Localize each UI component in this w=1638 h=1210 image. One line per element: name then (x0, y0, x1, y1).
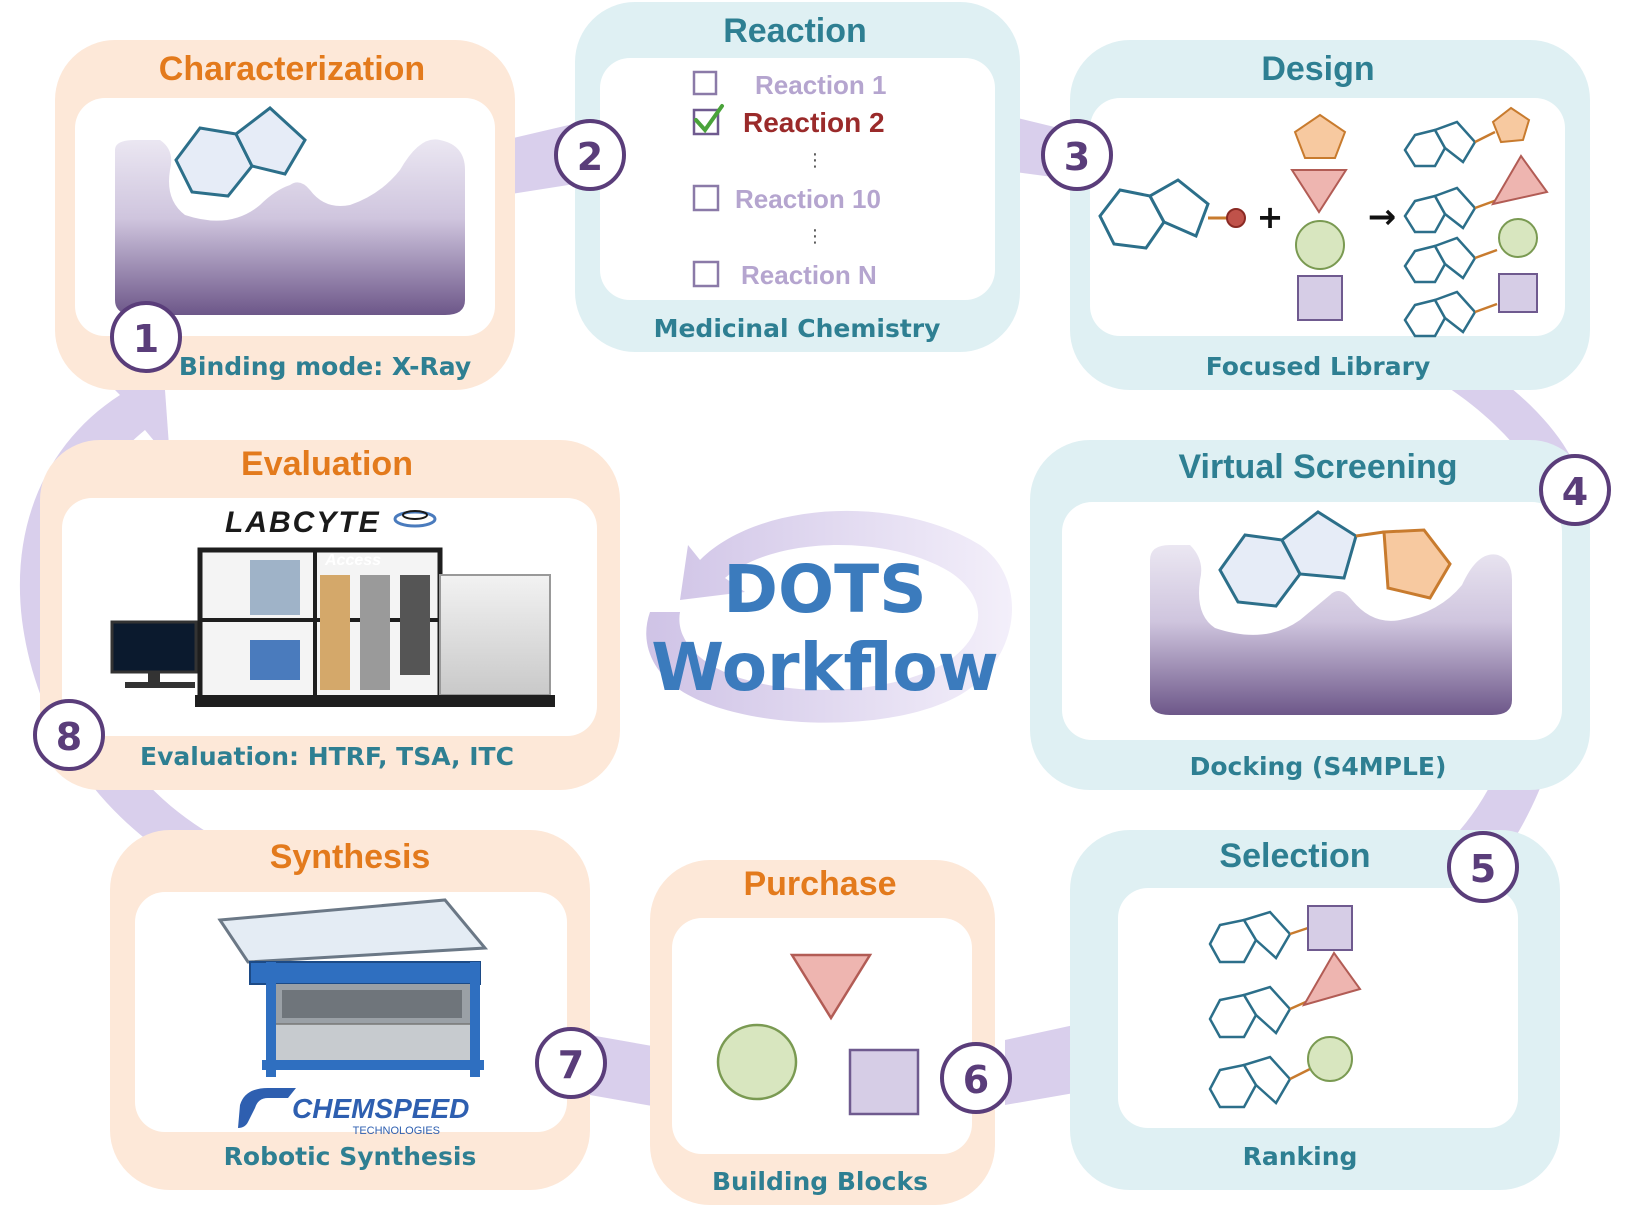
center-title-line1: DOTS (723, 551, 926, 628)
step-number-5: 5 (1470, 847, 1496, 891)
dots-workflow-center: DOTS Workflow (646, 510, 1013, 723)
chemspeed-logo-mark (238, 1088, 296, 1128)
bb-pentagon (1293, 113, 1347, 159)
design-caption: Focused Library (1206, 352, 1431, 381)
reaction-item-2[interactable]: Reaction 2 (692, 104, 885, 138)
chemspeed-logo-subtext: TECHNOLOGIES (353, 1125, 440, 1137)
reaction-caption: Medicinal Chemistry (654, 314, 941, 343)
center-title-line2: Workflow (651, 629, 998, 706)
step-number-7: 7 (558, 1043, 584, 1087)
characterization-caption: Binding mode: X-Ray (179, 352, 471, 381)
step-badges: 1 2 3 4 5 6 7 8 (33, 119, 1611, 1114)
design-product-list (1403, 106, 1549, 338)
reaction-2-label: Reaction 2 (743, 107, 885, 138)
purchase-circle (716, 1023, 798, 1101)
virtual-screening-title: Virtual Screening (1178, 448, 1457, 486)
bb-triangle (1290, 169, 1348, 214)
reaction-title: Reaction (723, 12, 867, 50)
plus-sign: + (1257, 198, 1284, 236)
step-number-8: 8 (56, 715, 82, 759)
virtual-screening-caption: Docking (S4MPLE) (1190, 752, 1447, 781)
evaluation-caption: Evaluation: HTRF, TSA, ITC (140, 742, 514, 771)
selection-panel: Selection Ranking (1208, 837, 1371, 1171)
bb-square (1297, 275, 1343, 321)
bb-circle (1295, 220, 1345, 270)
characterization-title: Characterization (159, 50, 425, 88)
step-badge-5: 5 (1447, 831, 1519, 903)
step-badge-1: 1 (110, 301, 182, 373)
reaction-ellipsis-2: ⋮ (806, 226, 824, 247)
docked-pentagon (1280, 510, 1358, 580)
step-number-6: 6 (963, 1058, 989, 1102)
ranked-compound-3 (1208, 1036, 1353, 1109)
design-title: Design (1261, 50, 1374, 88)
synthesis-title: Synthesis (270, 838, 431, 876)
reaction-item-1[interactable]: Reaction 1 (692, 70, 887, 100)
synthesis-panel: Synthesis CHEMSPEED TECHNOLOGIES Robotic… (217, 838, 489, 1171)
design-card (1090, 98, 1565, 336)
binding-pocket (115, 139, 465, 315)
ligand-pentagon (234, 106, 307, 176)
center-cycle-arrow (646, 510, 1013, 723)
labcyte-logo-text: LABCYTE (225, 506, 381, 539)
product-circle (1403, 218, 1538, 284)
reaction-10-checkbox[interactable] (692, 184, 720, 212)
labcyte-instrument: Access (195, 547, 555, 707)
step-badge-4: 4 (1539, 454, 1611, 526)
docking-pocket (1150, 545, 1512, 715)
reaction-panel: Reaction Reaction 1 Reaction 2 ⋮ Reactio… (654, 12, 941, 343)
step-number-2: 2 (577, 135, 603, 179)
step-badge-7: 7 (535, 1027, 607, 1099)
purchase-caption: Building Blocks (712, 1167, 928, 1196)
arrow-right-icon: → (1368, 197, 1397, 237)
selection-title: Selection (1219, 837, 1370, 875)
reaction-n-checkbox[interactable] (692, 260, 720, 288)
computer-monitor (110, 620, 198, 688)
ranked-compound-1 (1208, 905, 1353, 964)
reaction-10-label: Reaction 10 (735, 184, 881, 214)
product-pentagon (1403, 106, 1531, 168)
chemspeed-robot (217, 898, 489, 1077)
check-mark-icon (694, 104, 724, 134)
step-badge-2: 2 (554, 119, 626, 191)
reaction-item-n[interactable]: Reaction N (692, 260, 877, 290)
step-number-1: 1 (133, 317, 159, 361)
design-scaffold-pentagon (1147, 178, 1210, 239)
evaluation-panel: Evaluation LABCYTE Access Evaluation: HT… (110, 445, 555, 771)
reactive-group-dot (1226, 208, 1246, 228)
step-number-4: 4 (1562, 470, 1588, 514)
virtual-screening-panel: Virtual Screening Docking (S4MPLE) (1150, 448, 1512, 781)
ranked-compound-2 (1208, 951, 1362, 1039)
characterization-panel: Characterization Binding mode: X-Ray (115, 50, 471, 381)
purchase-title: Purchase (743, 865, 896, 903)
purchase-panel: Purchase Building Blocks (712, 865, 928, 1196)
docked-substituent-pentagon (1382, 528, 1452, 600)
step-badge-3: 3 (1041, 119, 1113, 191)
product-triangle (1403, 154, 1549, 234)
reaction-1-checkbox[interactable] (692, 70, 718, 96)
reaction-n-label: Reaction N (741, 260, 877, 290)
step-badge-8: 8 (33, 699, 105, 771)
purchase-card (672, 918, 972, 1154)
purchase-square (848, 1048, 920, 1116)
chemspeed-logo: CHEMSPEED TECHNOLOGIES (238, 1088, 469, 1137)
reaction-ellipsis-1: ⋮ (806, 150, 824, 171)
chemspeed-logo-text: CHEMSPEED (292, 1093, 469, 1124)
reaction-item-10[interactable]: Reaction 10 (692, 184, 881, 214)
step-number-3: 3 (1064, 135, 1090, 179)
step-badge-6: 6 (940, 1042, 1012, 1114)
evaluation-title: Evaluation (241, 445, 413, 483)
reaction-1-label: Reaction 1 (755, 70, 887, 100)
purchase-triangle (789, 953, 873, 1021)
design-panel: Design + → (1098, 50, 1549, 381)
synthesis-caption: Robotic Synthesis (224, 1142, 477, 1171)
access-logo-text: Access (324, 552, 381, 569)
product-square (1403, 273, 1538, 338)
selection-caption: Ranking (1243, 1142, 1358, 1171)
